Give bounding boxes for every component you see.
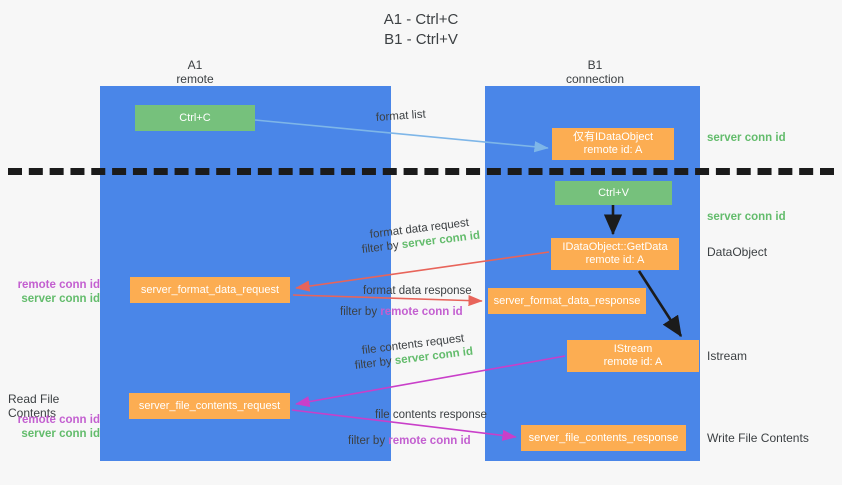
box-server-format-data-response[interactable]: server_format_data_response <box>488 288 646 314</box>
box-file-contents-request-label: server_file_contents_request <box>138 399 281 412</box>
label-remote-conn-id-1: remote conn id <box>17 279 100 291</box>
filter-prefix: filter by <box>354 355 396 372</box>
box-server-file-contents-request[interactable]: server_file_contents_request <box>129 393 290 419</box>
label-file-contents-response: file contents response <box>375 409 487 421</box>
box-file-contents-response-label: server_file_contents_response <box>528 431 679 444</box>
label-server-conn-id-top: server conn id <box>707 132 786 144</box>
lane-a1-name: A1 <box>187 58 203 72</box>
label-server-conn-id-second: server conn id <box>707 211 786 223</box>
filter-prefix: filter by <box>348 435 389 447</box>
box-istream-line2: remote id: A <box>603 356 663 368</box>
phase-separator <box>8 168 834 175</box>
filter-prefix: filter by <box>340 306 381 318</box>
box-ctrl-v-label: Ctrl+V <box>598 186 629 199</box>
wire-format-list <box>254 119 549 153</box>
box-format-data-request-label: server_format_data_request <box>140 283 280 296</box>
label-read-file-contents: Read File Contents <box>8 392 60 420</box>
wire-file-contents-response <box>291 409 517 441</box>
wire-file-contents-request <box>295 355 566 408</box>
box-idataobject-line2: remote id: A <box>583 144 643 156</box>
title-line-2: B1 - Ctrl+V <box>384 31 458 48</box>
title-line-1: A1 - Ctrl+C <box>383 11 459 28</box>
lane-header-a1: A1 remote <box>125 58 265 86</box>
label-server-conn-id-1: server conn id <box>21 293 100 305</box>
box-istream-line1: IStream <box>613 343 653 355</box>
label-server-conn-id-2: server conn id <box>21 428 100 440</box>
filter-value-remote-conn-id: remote conn id <box>380 306 463 318</box>
box-getdata-line2: remote id: A <box>585 254 645 266</box>
label-file-contents-response-filter: filter by remote conn id <box>348 434 471 449</box>
filter-value-remote-conn-id: remote conn id <box>388 435 471 447</box>
box-server-format-data-request[interactable]: server_format_data_request <box>130 277 290 303</box>
box-istream[interactable]: IStream remote id: A <box>567 340 699 372</box>
box-getdata-line1: IDataObject::GetData <box>562 241 668 253</box>
page-title: A1 - Ctrl+C B1 - Ctrl+V <box>0 10 842 50</box>
label-istream: Istream <box>707 349 748 363</box>
box-ctrl-c[interactable]: Ctrl+C <box>135 105 255 131</box>
wire-format-data-request <box>295 251 550 292</box>
label-remote-conn-id-2: remote conn id <box>17 414 100 426</box>
box-idataobject-getdata[interactable]: IDataObject::GetData remote id: A <box>551 238 679 270</box>
box-idataobject-line1: 仅有IDataObject <box>572 131 654 143</box>
wire-format-data-response <box>292 294 483 307</box>
box-ctrl-c-label: Ctrl+C <box>179 111 211 124</box>
lane-b1-role: connection <box>565 72 625 86</box>
box-ctrl-v[interactable]: Ctrl+V <box>555 181 672 205</box>
lane-b1-name: B1 <box>587 58 603 72</box>
box-idataobject[interactable]: 仅有IDataObject remote id: A <box>552 128 674 160</box>
label-format-data-response-filter: filter by remote conn id <box>340 305 463 320</box>
label-format-data-response: format data response <box>363 285 472 297</box>
lane-a1-role: remote <box>176 72 214 86</box>
filter-prefix: filter by <box>361 239 403 256</box>
box-server-file-contents-response[interactable]: server_file_contents_response <box>521 425 686 451</box>
lane-header-b1: B1 connection <box>525 58 665 86</box>
label-group-file: remote conn id server conn id <box>8 413 100 441</box>
label-dataobject: DataObject <box>707 245 768 259</box>
label-group-format: remote conn id server conn id <box>8 278 100 306</box>
wire-getdata-istream <box>637 270 683 338</box>
label-write-file-contents: Write File Contents <box>707 431 809 445</box>
box-format-data-response-label: server_format_data_response <box>493 294 641 307</box>
